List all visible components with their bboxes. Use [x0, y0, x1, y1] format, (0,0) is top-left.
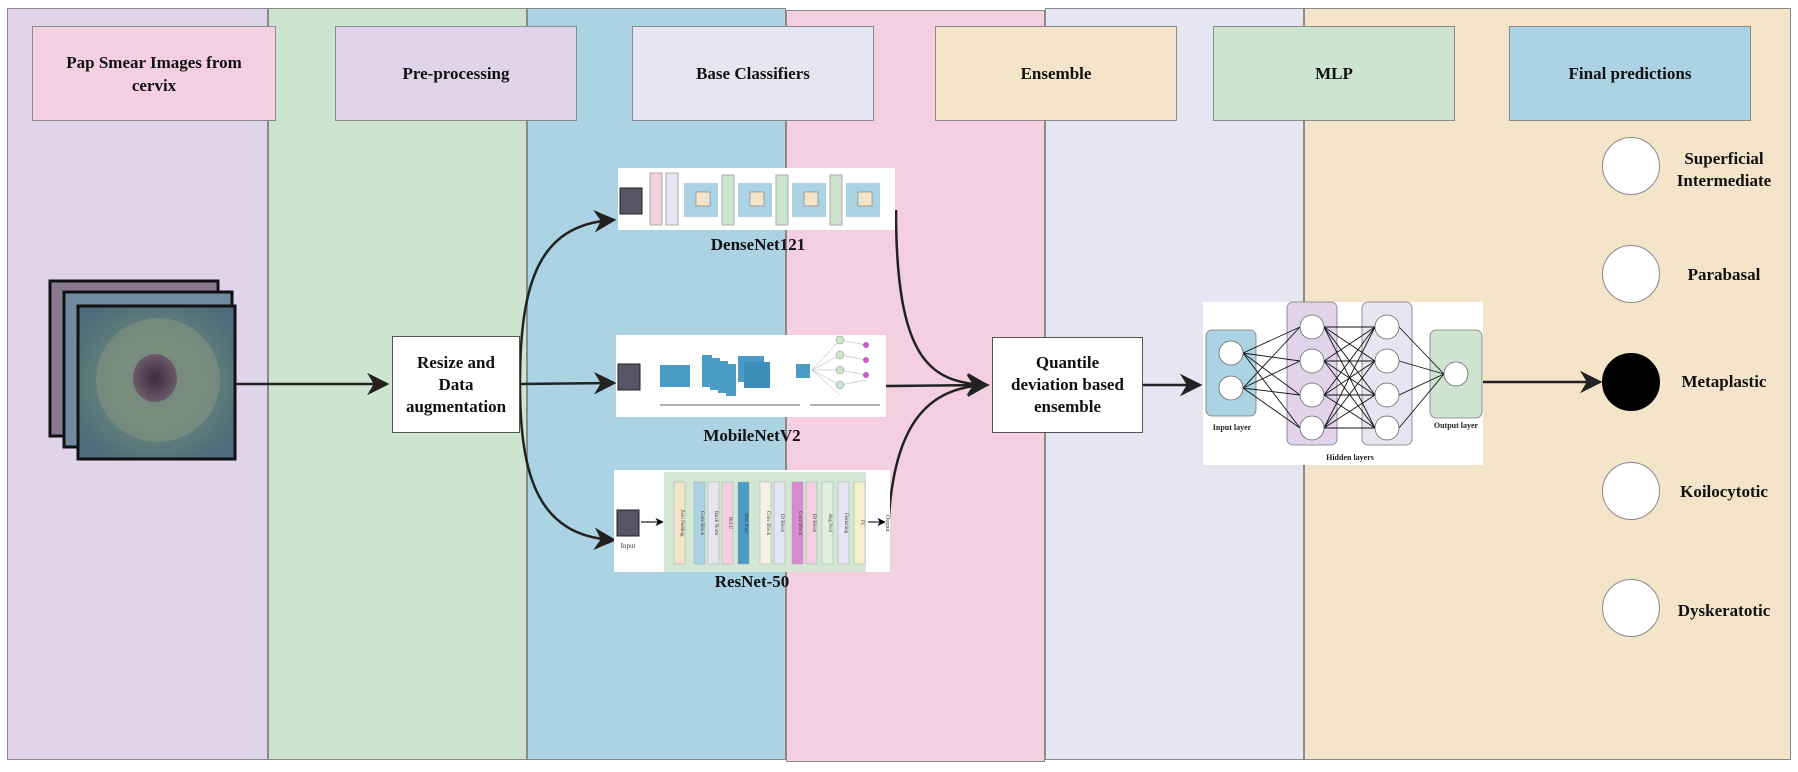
- mlp-edge: [1323, 326, 1376, 429]
- mlp-edge: [1323, 326, 1376, 362]
- resnet-layer-label: Conv Block: [699, 511, 704, 536]
- resnet-layer-block: [673, 481, 686, 565]
- header-ensemble-text: Ensemble: [1020, 64, 1092, 83]
- prediction-label-dyskeratotic: Dyskeratotic: [1677, 601, 1771, 620]
- mlp-edge: [1242, 360, 1301, 389]
- resnet-output-label: Output: [884, 515, 890, 532]
- header-preprocessing-text: Pre-processing: [402, 64, 510, 83]
- resnet-layer-label: ReLU: [727, 517, 732, 530]
- resnet-layer-label: Conv Block: [797, 511, 802, 536]
- resnet-layer-label: ID Block: [811, 514, 816, 533]
- resnet-layer-block: [791, 481, 804, 565]
- mlp-edge: [1398, 326, 1445, 375]
- resnet-layer-block: [737, 481, 750, 565]
- prediction-circle-koilocytotic: [1602, 462, 1660, 520]
- mlp-hidden-layers-label: Hidden layers: [1326, 453, 1374, 462]
- resnet-layer-block: [693, 481, 706, 565]
- header-final-text: Final predictions: [1568, 64, 1692, 83]
- prediction-circle-dyskeratotic: [1602, 579, 1660, 637]
- mlp-node: [1218, 375, 1244, 401]
- resnet-layer-label: Zero Padding: [679, 509, 684, 537]
- resnet-layer-block: [773, 481, 786, 565]
- resnet-layer-block: [853, 481, 866, 565]
- prediction-circle-metaplastic: [1602, 353, 1660, 411]
- mlp-edge: [1242, 326, 1301, 389]
- header-ensemble: Ensemble: [935, 26, 1177, 121]
- mlp-edge: [1398, 373, 1445, 396]
- header-base-text: Base Classifiers: [696, 64, 810, 83]
- mlp-node: [1299, 348, 1325, 374]
- header-mlp-text: MLP: [1315, 64, 1353, 83]
- prediction-label-parabasal: Parabasal: [1687, 265, 1761, 284]
- mlp-node: [1374, 314, 1400, 340]
- mlp-node: [1299, 415, 1325, 441]
- preprocess-box-text: Resize and Data augmentation: [405, 352, 507, 416]
- resnet-layer-block: [805, 481, 818, 565]
- mlp-edge: [1323, 326, 1376, 396]
- header-base-classifiers: Base Classifiers: [632, 26, 874, 121]
- mlp-node: [1443, 361, 1469, 387]
- resnet-layer-block: [759, 481, 772, 565]
- arrow-resnet-to-ensemble: [886, 374, 990, 541]
- resnet-layer-block: [821, 481, 834, 565]
- header-mlp: MLP: [1213, 26, 1455, 121]
- header-preprocessing: Pre-processing: [335, 26, 577, 121]
- densenet-label: DenseNet121: [710, 235, 806, 254]
- mobilenet-thumbnail: [616, 335, 886, 417]
- prediction-label-superficial-intermediate: Superficial Intermediate: [1676, 149, 1772, 190]
- mlp-node: [1299, 382, 1325, 408]
- header-input-text: Pap Smear Images from cervix: [66, 52, 242, 95]
- mlp-edge: [1242, 352, 1301, 396]
- mlp-edge: [1398, 360, 1445, 375]
- header-input: Pap Smear Images from cervix: [32, 26, 276, 121]
- mlp-output-layer-label: Output layer: [1434, 421, 1479, 430]
- mlp-diagram: Input layer Hidden layers Output layer: [1203, 301, 1483, 465]
- prediction-circle-superficial-intermediate: [1602, 137, 1660, 195]
- resnet-label: ResNet-50: [714, 572, 790, 591]
- mobilenet-label: MobileNetV2: [703, 426, 801, 445]
- mlp-node: [1218, 340, 1244, 366]
- ensemble-box: Quantile deviation based ensemble: [992, 337, 1143, 433]
- mlp-edge: [1323, 360, 1376, 429]
- mlp-node: [1374, 348, 1400, 374]
- resnet-layer-label: Max Pool: [743, 513, 748, 533]
- preprocess-box: Resize and Data augmentation: [392, 336, 520, 433]
- mlp-edge: [1242, 326, 1301, 354]
- mlp-edge: [1242, 387, 1301, 429]
- mlp-edge: [1242, 387, 1301, 396]
- resnet-layer-label: Conv Block: [765, 511, 770, 536]
- resnet-layer-block: [837, 481, 850, 565]
- resnet-layer-block: [707, 481, 720, 565]
- mlp-node: [1374, 382, 1400, 408]
- mlp-node: [1374, 415, 1400, 441]
- arrow-densenet-to-ensemble: [894, 209, 990, 396]
- resnet-layer-label: Flattening: [843, 513, 848, 534]
- mlp-edge: [1323, 394, 1376, 429]
- prediction-circle-parabasal: [1602, 245, 1660, 303]
- resnet-thumbnail: Zero Padding Conv Block Batch Norm ReLU Max …: [614, 470, 890, 572]
- mlp-input-layer-label: Input layer: [1213, 423, 1252, 432]
- arrow-preprocess-to-mobilenet: [519, 371, 617, 395]
- resnet-input-label: Input: [621, 542, 636, 550]
- pap-smear-image-stack: [48, 279, 237, 461]
- ensemble-box-text: Quantile deviation based ensemble: [1011, 353, 1124, 416]
- resnet-layer-label: Avg Pool: [827, 514, 832, 533]
- prediction-label-koilocytotic: Koilocytotic: [1680, 482, 1768, 501]
- resnet-layer-label: FC: [859, 520, 864, 527]
- mlp-node: [1299, 314, 1325, 340]
- mlp-edge: [1398, 373, 1445, 429]
- resnet-layer-label: Batch Norm: [713, 511, 718, 536]
- arrow-preprocess-to-resnet: [518, 383, 617, 550]
- resnet-layer-label: ID Block: [779, 514, 784, 533]
- prediction-label-metaplastic: Metaplastic: [1681, 372, 1767, 391]
- flow-arrows: [236, 209, 1603, 550]
- densenet-thumbnail: [618, 168, 895, 230]
- mlp-edge: [1242, 352, 1301, 429]
- arrow-preprocess-to-densenet: [518, 210, 617, 385]
- resnet-layer-block: [721, 481, 734, 565]
- header-final-predictions: Final predictions: [1509, 26, 1751, 121]
